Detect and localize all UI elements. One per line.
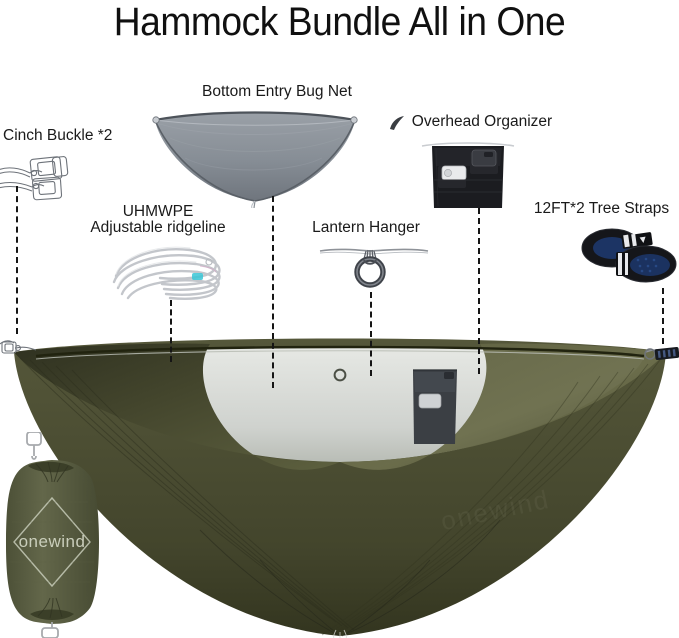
sack-bottom-carabiner — [41, 622, 59, 638]
organizer-mounted — [413, 369, 457, 444]
label-lantern-hanger: Lantern Hanger — [312, 219, 420, 236]
label-cinch-buckle: Cinch Buckle *2 — [3, 127, 113, 144]
label-bug-net: Bottom Entry Bug Net — [202, 83, 352, 100]
lantern-hanger-image — [319, 248, 429, 288]
sack-brand-text: onewind — [19, 532, 86, 551]
overhead-organizer-image — [421, 142, 515, 208]
page-title: Hammock Bundle All in One — [113, 0, 566, 44]
label-ridgeline-line1: UHMWPE — [122, 203, 194, 220]
hammock-left-attachment — [0, 340, 37, 354]
label-overhead-organizer: Overhead Organizer — [411, 113, 553, 130]
sack-top-carabiner — [26, 432, 42, 460]
label-ridgeline-line2: Adjustable ridgeline — [90, 219, 226, 236]
ridgeline-coil-image — [112, 246, 221, 300]
connector-bug-net — [272, 196, 274, 388]
hammock-main-image — [0, 338, 679, 638]
cinch-buckle-image — [0, 156, 69, 201]
connector-cinch-buckle — [16, 186, 18, 334]
label-tree-straps: 12FT*2 Tree Straps — [533, 200, 670, 217]
tree-straps-image — [581, 228, 677, 283]
connector-ridgeline — [170, 300, 172, 362]
connector-tree-straps — [662, 288, 664, 344]
hammock-right-attachment — [644, 346, 679, 361]
sack-logo-diamond — [13, 496, 91, 588]
connector-overhead-organizer — [478, 208, 480, 374]
organizer-pointer-icon — [390, 116, 404, 130]
stuff-sack-image: onewind — [6, 432, 99, 638]
connector-lantern-hanger — [370, 292, 372, 376]
bug-net-image — [152, 111, 358, 208]
